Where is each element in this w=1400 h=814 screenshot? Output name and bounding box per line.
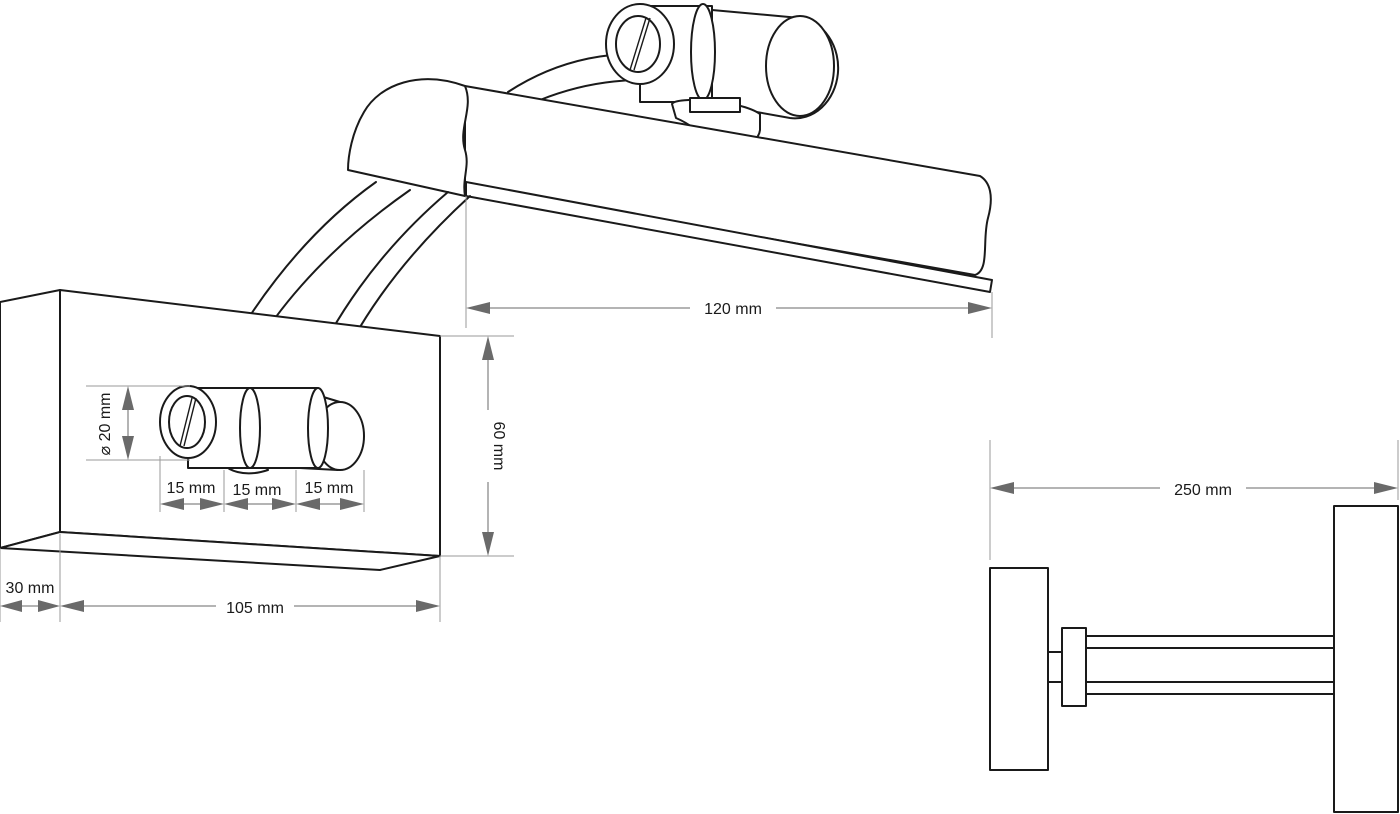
- label-250mm: 250 mm: [1174, 482, 1232, 499]
- label-30mm: 30 mm: [6, 580, 55, 597]
- label-60mm: 60 mm: [490, 422, 507, 471]
- dimension-diameter: [122, 386, 134, 460]
- label-spacing-right: 15 mm: [305, 480, 354, 497]
- dimension-60: [482, 336, 494, 556]
- dimension-30: [0, 600, 60, 612]
- label-diameter-20mm: ⌀ 20 mm: [97, 393, 114, 456]
- dimension-105: [60, 600, 440, 612]
- extension-lines: [0, 196, 1399, 622]
- side-view: [989, 505, 1399, 813]
- dimension-120: [466, 302, 992, 314]
- label-spacing-left: 15 mm: [167, 480, 216, 497]
- lower-mount: [159, 385, 365, 475]
- lamp-shade: [347, 78, 993, 293]
- label-105mm: 105 mm: [226, 600, 284, 617]
- upper-mount: [605, 3, 840, 154]
- label-spacing-mid: 15 mm: [233, 482, 282, 499]
- label-120mm: 120 mm: [704, 301, 762, 318]
- dimension-250: [990, 482, 1398, 494]
- dimension-spacing: [160, 498, 364, 510]
